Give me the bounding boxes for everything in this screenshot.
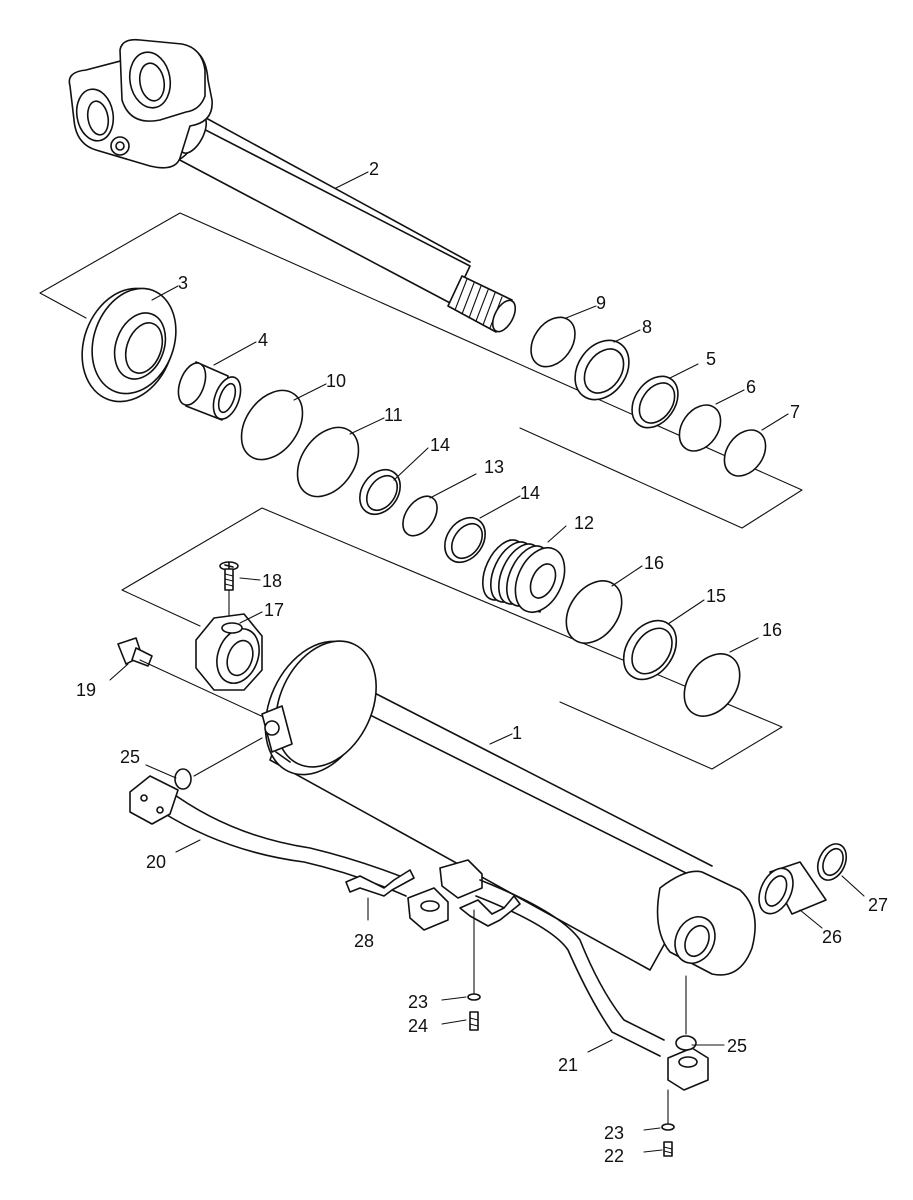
bolt-24 <box>469 1011 479 1031</box>
seal-kit-group-frame <box>39 212 803 529</box>
callout-20: 20 <box>146 852 166 872</box>
pipe-clamp <box>345 869 415 897</box>
bolt-22 <box>663 1141 673 1157</box>
cylinder-tube <box>261 640 756 976</box>
leader-lines <box>109 171 865 1153</box>
callout-25b: 25 <box>727 1036 747 1056</box>
callout-26: 26 <box>822 927 842 947</box>
callout-6: 6 <box>746 377 756 397</box>
pipe-rod-side <box>439 859 709 1091</box>
callout-15: 15 <box>706 586 726 606</box>
callout-11: 11 <box>384 405 403 425</box>
rear-seal-ring <box>816 843 848 881</box>
callout-5: 5 <box>706 349 716 369</box>
callout-10: 10 <box>326 371 346 391</box>
callout-4: 4 <box>258 330 268 350</box>
callout-16a: 16 <box>644 553 664 573</box>
callout-1: 1 <box>512 723 522 743</box>
piston <box>482 539 566 613</box>
washer-upper <box>467 993 481 1001</box>
washer-lower <box>661 1123 675 1131</box>
pipe-head-side <box>129 775 449 931</box>
callout-7: 7 <box>790 402 800 422</box>
callout-27: 27 <box>868 895 888 915</box>
callout-18: 18 <box>262 571 282 591</box>
callout-14b: 14 <box>520 483 540 503</box>
piston-nut <box>195 613 263 691</box>
seal-rings <box>240 316 767 717</box>
callout-23b: 23 <box>604 1123 624 1143</box>
callout-23a: 23 <box>408 992 428 1012</box>
callout-8: 8 <box>642 317 652 337</box>
rod-bushing <box>177 361 242 421</box>
callout-25a: 25 <box>120 747 140 767</box>
callout-28: 28 <box>354 931 374 951</box>
callout-17: 17 <box>264 600 284 620</box>
o-ring-head <box>174 768 192 790</box>
rear-bushing <box>758 861 827 915</box>
cylinder-head <box>81 287 177 403</box>
callout-14a: 14 <box>430 435 450 455</box>
callout-3: 3 <box>178 273 188 293</box>
callout-19: 19 <box>76 680 96 700</box>
set-screw <box>219 561 239 617</box>
o-ring-rod <box>675 1035 697 1051</box>
callout-13: 13 <box>484 457 504 477</box>
mounting-bolt <box>117 637 271 721</box>
callout-2: 2 <box>369 159 379 179</box>
piston-rod <box>68 38 517 333</box>
callout-21: 21 <box>558 1055 578 1075</box>
callout-12: 12 <box>574 513 594 533</box>
callout-24: 24 <box>408 1016 428 1036</box>
callout-22: 22 <box>604 1146 624 1166</box>
callout-9: 9 <box>596 293 606 313</box>
callout-16b: 16 <box>762 620 782 640</box>
piston-group-frame <box>121 507 783 770</box>
